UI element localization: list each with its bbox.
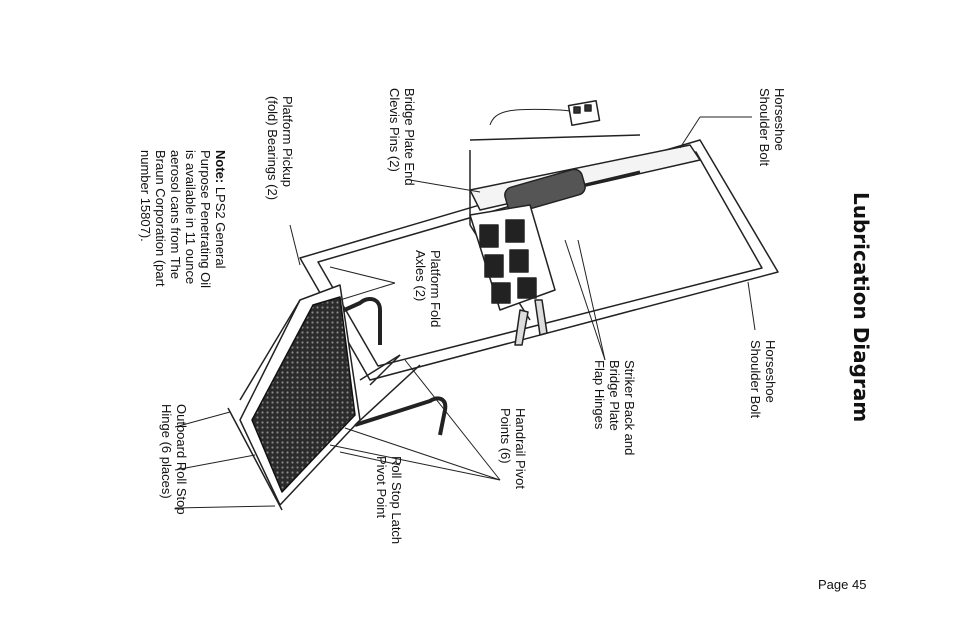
hydraulic-cylinder (504, 168, 586, 214)
note-lead: Note: (213, 150, 228, 184)
label-outboard-roll-stop: Outboard Roll Stop Hinge (6 places) (159, 404, 189, 515)
label-handrail: Handrail Pivot Points (6) (498, 408, 528, 489)
label-horseshoe-right: Horseshoe Shoulder Bolt (748, 340, 778, 419)
label-fold-axles: Platform Fold Axles (2) (413, 250, 443, 328)
label-roll-stop-latch: Roll Stop Latch Pivot Point (374, 456, 404, 545)
handrail-upper (299, 296, 382, 345)
label-striker: Striker Back and Bridge Plate Flap Hinge… (592, 360, 637, 456)
label-platform-pickup: Platform Pickup (fold) Bearings (2) (265, 96, 295, 201)
platform-mesh (251, 296, 356, 493)
label-horseshoe-top: Horseshoe Shoulder Bolt (757, 88, 787, 167)
control-pendant (567, 99, 601, 127)
page-title: Lubrication Diagram (849, 192, 873, 423)
page-number: Page 45 (818, 577, 867, 592)
handrail-lower (354, 396, 448, 436)
label-bridge-clevis: Bridge Plate End Clevis Pins (2) (387, 88, 417, 186)
lubricant-note: Note: LPS2 General Purpose Penetrating O… (138, 150, 228, 288)
